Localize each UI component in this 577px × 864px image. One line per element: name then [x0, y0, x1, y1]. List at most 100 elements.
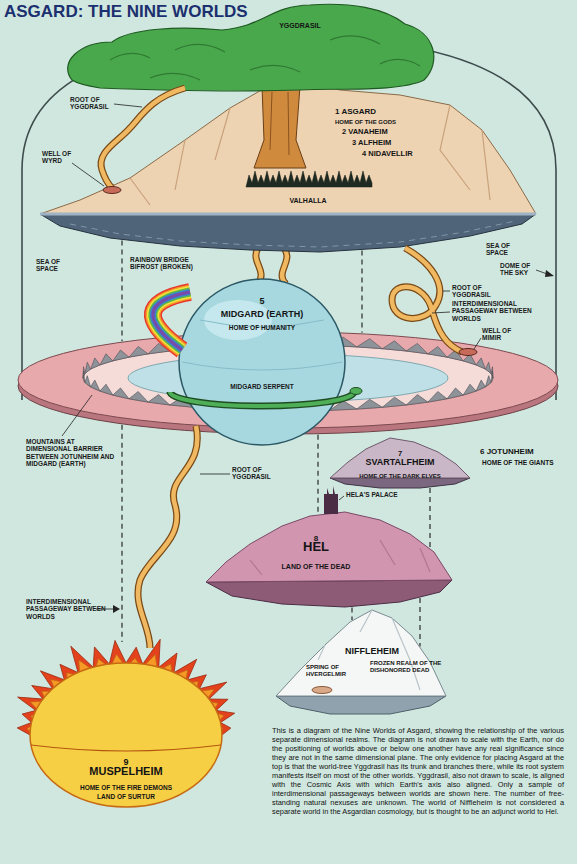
- callout-label-slot: HELA'S PALACE: [346, 491, 412, 498]
- callout-label: INTERDIMENSIONAL PASSAGEWAY BETWEEN WORL…: [26, 598, 112, 620]
- callout-label: ROOT OF YGGDRASIL: [70, 96, 114, 111]
- node-text-slot: HEL: [286, 537, 346, 555]
- shape-ellipse: [30, 663, 222, 807]
- callout-label: ROOT OF YGGDRASIL: [232, 466, 278, 481]
- callout-label-slot: WELL OF MIMIR: [482, 327, 518, 342]
- callout-label-slot: SEA OF SPACE: [486, 242, 526, 257]
- shape-polygon: [206, 512, 452, 582]
- tree-root: [138, 426, 197, 648]
- shape-circle: [179, 279, 345, 445]
- leader-line: [339, 496, 344, 500]
- passageway-line: [429, 488, 430, 548]
- callout-label: RAINBOW BRIDGE BIFROST (BROKEN): [130, 256, 210, 271]
- rainbow-band: [153, 292, 190, 350]
- node-text-slot: SPRING OF HVERGELMIR: [306, 664, 354, 678]
- shape-path: [250, 540, 430, 575]
- shape-path: [110, 36, 420, 80]
- shape-polygon: [330, 478, 470, 488]
- diagram-title-slot: ASGARD: THE NINE WORLDS: [4, 2, 248, 22]
- shape-path: [40, 214, 536, 252]
- leader-line: [443, 291, 450, 292]
- niffleheim-island: NIFFLEHEIM SPRING OF HVERGELMIR FROZEN REA…: [272, 604, 450, 720]
- shape-path: [70, 221, 515, 247]
- node-text: 3 ALFHEIM: [352, 139, 391, 148]
- node-text: MUSPELHEIM: [89, 765, 162, 778]
- node-text: LAND OF THE DEAD: [282, 563, 351, 571]
- shape-path: [31, 745, 221, 751]
- passageway-line: [351, 607, 352, 620]
- node-text: 6 JOTUNHEIM: [480, 447, 534, 456]
- node-text-slot: 6 JOTUNHEIM: [480, 440, 534, 458]
- callout-label-slot: MOUNTAINS AT DIMENSIONAL BARRIER BETWEEN…: [26, 438, 119, 468]
- node-text: 2 VANAHEIM: [342, 128, 388, 137]
- shape-path: [246, 171, 372, 187]
- node-text: SPRING OF HVERGELMIR: [306, 664, 354, 678]
- root-outline: [101, 88, 185, 188]
- node-text: HEL: [303, 540, 329, 555]
- tree-root: [392, 248, 462, 352]
- serpent-outline: [170, 392, 354, 406]
- leader-lines: [62, 104, 550, 609]
- leader-line: [474, 338, 481, 349]
- shape-polygon: [206, 580, 452, 607]
- callout-label-slot: WELL OF WYRD: [42, 150, 78, 165]
- node-text-slot: LAND OF THE DEAD: [264, 555, 368, 573]
- midgard-serpent: [170, 392, 354, 406]
- node-text: VALHALLA: [289, 197, 326, 205]
- callout-label: ROOT OF YGGDRASIL: [452, 284, 498, 299]
- shape-path: [318, 610, 420, 690]
- diagram-title: ASGARD: THE NINE WORLDS: [4, 2, 248, 22]
- midgard-sphere: 5MIDGARD (EARTH) HOME OF HUMANITY: [178, 278, 346, 446]
- node-text: NIFFLEHEIM: [345, 646, 399, 656]
- node-text: FROZEN REALM OF THE DISHONORED DEAD: [370, 660, 442, 674]
- asgard-island: 1 ASGARDHOME OF THE GODS2 VANAHEIM3 ALFH…: [38, 74, 540, 256]
- shape-path: [270, 92, 289, 155]
- rainbow-band: [153, 292, 190, 350]
- svartalfheim-island: 7SVARTALFHEIMHOME OF THE DARK ELVES: [328, 434, 472, 490]
- callout-label: MIDGARD SERPENT: [230, 383, 294, 390]
- shape-path: [254, 86, 306, 168]
- node-text: SVARTALFHEIM: [365, 457, 434, 467]
- leader-line: [200, 474, 230, 475]
- hel-island: 8HELLAND OF THE DEAD: [204, 484, 456, 610]
- caption-text-slot: This is a diagram of the Nine Worlds of …: [272, 726, 564, 816]
- node-text: 5: [259, 296, 264, 306]
- leader-line: [114, 104, 142, 107]
- passageway-line: [121, 240, 122, 341]
- node-text-slot: YGGDRASIL: [270, 14, 330, 32]
- node-text-slot: NIFFLEHEIM: [332, 640, 412, 658]
- leader-line: [62, 395, 92, 436]
- node-text-slot: FROZEN REALM OF THE DISHONORED DEAD: [370, 660, 442, 674]
- serpent-head: [350, 388, 362, 395]
- muspelheim-world: 9MUSPELHEIMHOME OF THE FIRE DEMONSLAND O…: [6, 630, 238, 812]
- arrow-head: [113, 605, 120, 613]
- callout-label-slot: RAINBOW BRIDGE BIFROST (BROKEN): [130, 256, 210, 271]
- rainbow-band: [153, 292, 190, 350]
- callout-label-slot: ROOT OF YGGDRASIL: [232, 466, 278, 481]
- shape-path: [276, 696, 446, 714]
- shape-path: [40, 213, 536, 216]
- node-text: HOME OF THE FIRE DEMONS: [80, 784, 172, 791]
- shape-path: [324, 486, 338, 514]
- node-text: LAND OF SURTUR: [97, 793, 155, 800]
- root-outline: [392, 248, 462, 352]
- leader-line: [432, 312, 450, 313]
- node-text: MIDGARD (EARTH): [221, 309, 304, 319]
- tree-root: [101, 88, 185, 188]
- node-text: HOME OF HUMANITY: [229, 324, 295, 331]
- callout-label: DOME OF THE SKY: [500, 262, 534, 277]
- callout-label: SEA OF SPACE: [36, 258, 72, 273]
- callout-label: MOUNTAINS AT DIMENSIONAL BARRIER BETWEEN…: [26, 438, 119, 468]
- well-of-wyrd: [103, 187, 121, 194]
- callout-label: HELA'S PALACE: [346, 491, 412, 498]
- callout-label-slot: ROOT OF YGGDRASIL: [70, 96, 114, 111]
- arrow-head: [545, 270, 554, 277]
- callout-label: WELL OF WYRD: [42, 150, 78, 165]
- rainbow-band: [153, 292, 190, 350]
- shape-path: [40, 80, 536, 214]
- rainbow-band: [153, 292, 190, 350]
- node-text: HOME OF THE DARK ELVES: [359, 473, 441, 480]
- shape-path: [182, 320, 342, 370]
- shape-path: [130, 105, 490, 205]
- node-text: 4 NIDAVELLIR: [362, 150, 413, 159]
